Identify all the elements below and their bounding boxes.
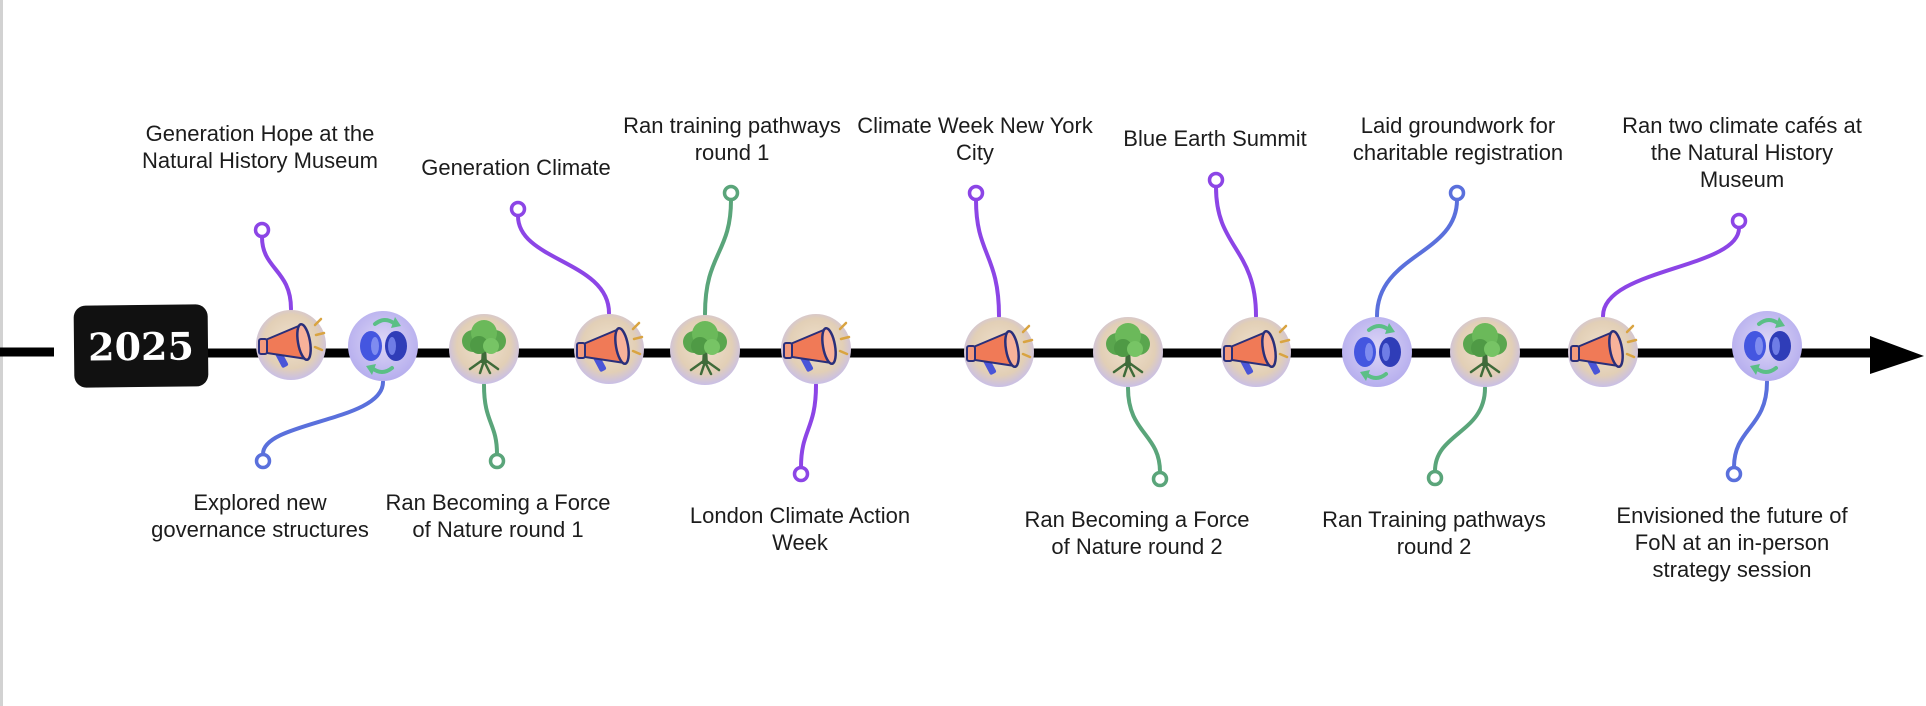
event-marker xyxy=(781,314,851,384)
recycle-icon xyxy=(360,317,407,375)
arrow-head-icon xyxy=(1870,336,1924,374)
tree-icon xyxy=(462,320,506,375)
connector-line xyxy=(1126,386,1162,474)
event-label: Ran training pathways round 1 xyxy=(623,113,841,165)
megaphone-icon xyxy=(576,321,644,372)
event-label: London Climate Action Week xyxy=(689,503,911,555)
connector-line xyxy=(260,235,293,311)
event-label: Ran Training pathways round 2 xyxy=(1322,507,1546,559)
connector-end-circle xyxy=(722,184,740,202)
recycle-icon xyxy=(1744,317,1791,375)
megaphone-icon xyxy=(1570,324,1638,375)
event-label: Laid groundwork for charitable registrat… xyxy=(1352,113,1564,165)
tree-icon xyxy=(1106,323,1150,378)
event-marker xyxy=(670,315,740,385)
event-label: Ran two climate cafés at the Natural His… xyxy=(1622,113,1862,192)
connector-end-circle xyxy=(1426,469,1444,487)
connector-line xyxy=(1375,198,1459,318)
connector-line xyxy=(1214,185,1258,318)
connector-line xyxy=(1601,226,1741,318)
connector-end-circle xyxy=(253,221,271,239)
connector-line xyxy=(974,198,1001,318)
event-marker xyxy=(256,310,326,380)
connector-end-circle xyxy=(792,465,810,483)
event-label: Generation Climate xyxy=(421,155,611,180)
event-label: Ran Becoming a Force of Nature round 1 xyxy=(385,490,611,542)
event-label: Climate Week New York City xyxy=(857,113,1093,165)
marker-background xyxy=(348,311,418,381)
connector-line xyxy=(799,383,818,469)
connector-line xyxy=(482,383,499,456)
event-marker xyxy=(1450,317,1520,387)
megaphone-icon xyxy=(966,324,1034,375)
year-badge: 2025 xyxy=(73,304,209,388)
connectors xyxy=(253,171,1769,488)
marker-background xyxy=(1732,311,1802,381)
connector-line xyxy=(516,214,611,315)
megaphone-icon xyxy=(1223,324,1291,375)
event-label: Generation Hope at the Natural History M… xyxy=(142,121,378,173)
connector-line xyxy=(1433,386,1487,473)
connector-end-circle xyxy=(1151,470,1169,488)
connector-end-circle xyxy=(254,452,272,470)
connector-line xyxy=(261,380,385,456)
megaphone-icon xyxy=(783,321,851,372)
connector-end-circle xyxy=(509,200,527,218)
connector-end-circle xyxy=(967,184,985,202)
event-marker xyxy=(1221,317,1291,387)
event-marker xyxy=(1342,317,1412,387)
connector-end-circle xyxy=(1730,212,1748,230)
tree-icon xyxy=(1463,323,1507,378)
event-label: Envisioned the future of FoN at an in-pe… xyxy=(1616,503,1848,582)
connector-end-circle xyxy=(1725,465,1743,483)
connector-end-circle xyxy=(488,452,506,470)
connector-end-circle xyxy=(1448,184,1466,202)
event-marker xyxy=(964,317,1034,387)
event-label: Ran Becoming a Force of Nature round 2 xyxy=(1024,507,1250,559)
connector-line xyxy=(1732,380,1769,469)
connector-end-circle xyxy=(1207,171,1225,189)
event-marker xyxy=(348,311,418,381)
event-label: Blue Earth Summit xyxy=(1123,126,1307,151)
event-marker xyxy=(574,314,644,384)
connector-line xyxy=(703,198,733,316)
tree-icon xyxy=(683,321,727,376)
megaphone-icon xyxy=(258,317,326,368)
event-marker xyxy=(1732,311,1802,381)
event-marker xyxy=(1093,317,1163,387)
marker-background xyxy=(1342,317,1412,387)
event-label: Explored new governance structures xyxy=(151,490,369,542)
event-markers xyxy=(256,310,1802,387)
event-marker xyxy=(449,314,519,384)
event-marker xyxy=(1568,317,1638,387)
recycle-icon xyxy=(1354,323,1401,381)
